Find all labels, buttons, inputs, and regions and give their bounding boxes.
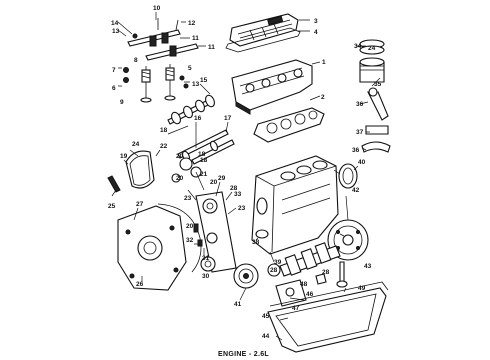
callout-22: 22 — [160, 143, 168, 150]
crankshaft — [267, 242, 341, 277]
callout-28: 28 — [230, 185, 238, 192]
callout-19: 19 — [120, 153, 128, 160]
callout-16: 16 — [194, 115, 202, 122]
timing-chain — [107, 150, 202, 193]
callout-43: 43 — [364, 263, 372, 270]
callout-12: 12 — [188, 20, 196, 27]
rear-main-seal — [338, 163, 358, 189]
callout-6: 6 — [112, 85, 116, 92]
callout-5: 5 — [188, 65, 192, 72]
leader-lines — [111, 12, 381, 341]
callout-30: 30 — [202, 273, 210, 280]
callout-7: 7 — [112, 67, 116, 74]
callout-37: 37 — [356, 129, 364, 136]
callout-17: 17 — [224, 115, 232, 122]
callout-2: 2 — [321, 94, 325, 101]
callout-34: 34 — [354, 43, 362, 50]
callout-29: 29 — [218, 175, 226, 182]
callout-9: 9 — [120, 99, 124, 106]
callout-23a: 23 — [184, 195, 192, 202]
callout-33: 33 — [234, 191, 242, 198]
callout-20c: 20 — [210, 179, 218, 186]
valve-train — [123, 64, 189, 103]
timing-cover — [117, 203, 202, 291]
callout-10a: 10 — [153, 5, 161, 12]
callout-24b: 24 — [368, 45, 376, 52]
callout-28c: 28 — [270, 267, 278, 274]
callout-39: 39 — [274, 259, 282, 266]
callout-24: 24 — [132, 141, 140, 148]
callout-35: 35 — [374, 81, 382, 88]
callout-13: 13 — [112, 28, 120, 35]
head-gasket — [253, 107, 325, 143]
callout-11b: 11 — [208, 44, 215, 51]
timing-sprockets — [193, 191, 237, 273]
camshaft — [167, 94, 215, 125]
callout-41: 41 — [234, 301, 242, 308]
callout-20b: 20 — [176, 175, 184, 182]
callout-27: 27 — [136, 201, 144, 208]
callout-38: 38 — [252, 239, 260, 246]
callout-45: 45 — [262, 313, 270, 320]
valve-cover-gasket — [225, 27, 301, 53]
callout-8: 8 — [134, 57, 138, 64]
callout-31: 31 — [202, 255, 210, 262]
callouts: 3 4 1 2 10 12 11 11 14 13 7 6 8 9 5 13 1… — [108, 5, 382, 340]
callout-36b: 36 — [352, 147, 360, 154]
callout-25: 25 — [108, 203, 116, 210]
callout-11: 11 — [192, 35, 199, 42]
callout-49: 49 — [358, 285, 366, 292]
callout-18a: 18 — [160, 127, 168, 134]
callout-46: 46 — [306, 291, 314, 298]
callout-15: 15 — [200, 77, 208, 84]
rocker-assembly — [127, 18, 199, 61]
callout-21: 21 — [200, 171, 208, 178]
callout-26: 26 — [136, 281, 144, 288]
callout-42: 42 — [352, 187, 360, 194]
callout-32: 32 — [186, 237, 194, 244]
callout-40: 40 — [358, 159, 366, 166]
crank-pulley — [233, 263, 259, 289]
callout-47: 47 — [292, 305, 300, 312]
callout-20d: 20 — [186, 223, 194, 230]
piston-assembly — [359, 39, 391, 153]
callout-18b: 18 — [198, 151, 206, 158]
callout-20a: 20 — [176, 153, 184, 160]
oil-pan — [267, 281, 389, 353]
cylinder-head — [231, 59, 313, 115]
callout-4: 4 — [314, 29, 318, 36]
valve-cover — [229, 13, 299, 47]
callout-48: 48 — [300, 281, 308, 288]
callout-3: 3 — [314, 18, 318, 25]
diagram-caption: ENGINE - 2.6L — [218, 351, 269, 358]
callout-13b: 13 — [192, 81, 200, 88]
callout-1: 1 — [322, 59, 326, 66]
callout-14: 14 — [111, 20, 119, 27]
callout-28b: 28 — [322, 269, 330, 276]
callout-44: 44 — [262, 333, 270, 340]
callout-18c: 18 — [200, 157, 208, 164]
callout-36a: 36 — [356, 101, 364, 108]
callout-23b: 23 — [238, 205, 246, 212]
engine-block — [251, 155, 339, 255]
